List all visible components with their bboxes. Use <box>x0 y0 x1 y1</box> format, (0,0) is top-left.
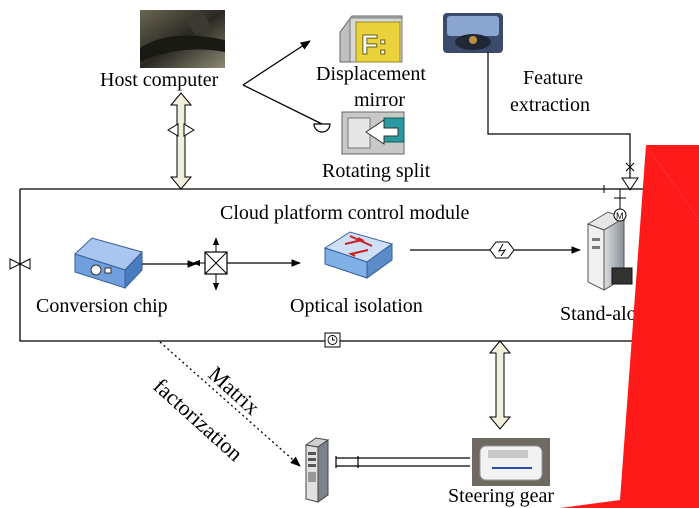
optical-switch-icon <box>323 231 394 279</box>
arrow-to-displacement <box>242 40 311 86</box>
drive-letter: F: <box>361 29 387 60</box>
server-steering-connector <box>335 456 470 468</box>
cockpit-photo <box>443 13 503 53</box>
module-title: Cloud platform control module <box>220 202 470 224</box>
lightning-icon <box>489 241 515 259</box>
control-module-box <box>19 188 699 342</box>
feature-label-2: extraction <box>510 94 590 116</box>
host-module-double-arrow <box>167 92 195 190</box>
motor-icon: M <box>603 185 627 222</box>
red-watermark <box>560 145 699 508</box>
host-photo <box>140 10 225 68</box>
motor-symbol: M <box>616 211 624 221</box>
valve-icon <box>9 258 31 270</box>
clock-icon <box>324 332 341 348</box>
host-computer-label: Host computer <box>100 69 219 91</box>
displacement-label-1: Displacement <box>316 63 426 85</box>
cross-node-icon <box>192 237 228 291</box>
filter-icon <box>621 162 639 191</box>
optical-isolation-label: Optical isolation <box>290 295 423 317</box>
rotating-split-icon <box>341 111 405 155</box>
matrix-factorization-arrow <box>159 341 301 467</box>
conversion-chip-icon <box>74 237 143 290</box>
line-to-rotating <box>242 84 323 125</box>
server-tower-icon <box>304 437 330 503</box>
stand-alone-label: Stand-alone <box>560 303 656 325</box>
standalone-computer-icon <box>586 211 633 291</box>
module-steering-double-arrow <box>488 340 512 430</box>
feature-label-1: Feature <box>523 67 583 89</box>
conversion-chip-label: Conversion chip <box>36 295 168 317</box>
displacement-label-2: mirror <box>354 89 405 111</box>
socket-icon <box>313 123 331 133</box>
drive-folder-icon: F: <box>339 15 403 63</box>
steering-gear-photo <box>472 438 550 486</box>
matrix-label: Matrix <box>204 361 265 420</box>
feature-connector <box>487 52 631 178</box>
steering-gear-label: Steering gear <box>448 485 554 507</box>
rotating-split-label: Rotating split <box>322 160 431 182</box>
